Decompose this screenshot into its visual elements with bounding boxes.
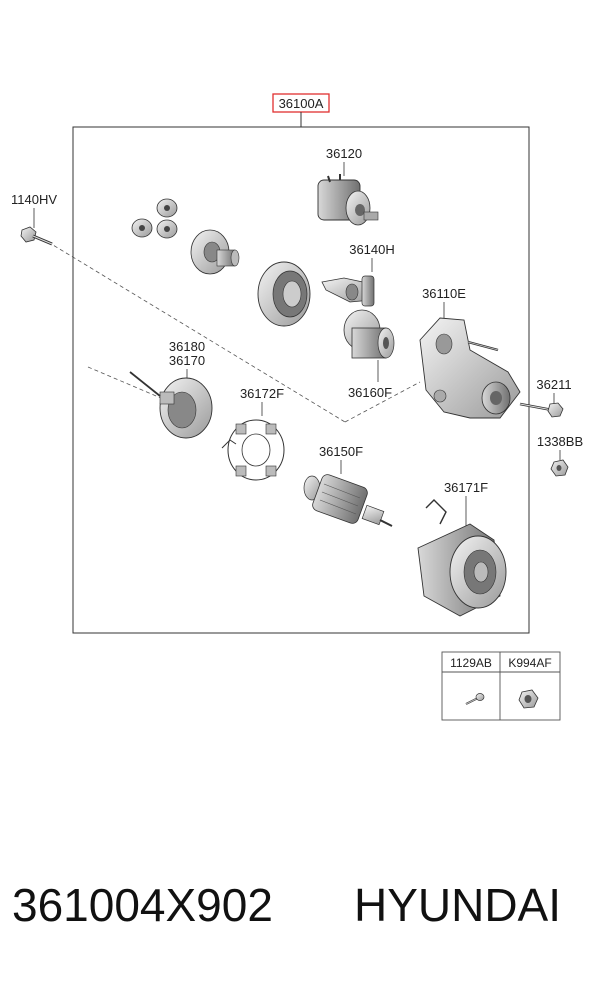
label-36171f[interactable]: 36171F <box>444 480 488 495</box>
part-number: 361004X902 <box>12 879 273 931</box>
assembly-code[interactable]: 36100A <box>279 96 324 111</box>
exploded-view-svg: 36100A 1140HV 36120 <box>11 93 583 721</box>
axis-line <box>47 241 346 423</box>
label-36211[interactable]: 36211 <box>536 377 571 392</box>
pinion-clutch-icon <box>343 309 395 382</box>
armature-icon <box>303 474 393 527</box>
planet-gears-icon <box>131 198 178 239</box>
solenoid-icon <box>317 174 379 226</box>
label-36110e[interactable]: 36110E <box>422 286 466 301</box>
label-36140h[interactable]: 36140H <box>349 242 395 257</box>
footer: 361004X902 HYUNDAI <box>12 878 592 948</box>
label-1140hv[interactable]: 1140HV <box>11 192 57 207</box>
assembly-frame <box>72 126 530 634</box>
label-36172f[interactable]: 36172F <box>240 386 284 401</box>
legend-col1-label[interactable]: 1129AB <box>450 656 492 670</box>
shift-lever-icon <box>321 275 375 307</box>
yoke-icon <box>417 499 507 617</box>
label-36150f[interactable]: 36150F <box>319 444 363 459</box>
gear-carrier-icon <box>190 229 240 275</box>
rear-bracket-icon <box>129 371 213 439</box>
brand-name: HYUNDAI <box>354 879 562 931</box>
label-1338bb[interactable]: 1338BB <box>537 434 583 449</box>
front-housing-icon <box>419 317 521 419</box>
bolt-1140hv-icon <box>20 226 53 246</box>
nut-k994af-icon <box>518 689 539 709</box>
label-36160f[interactable]: 36160F <box>348 385 392 400</box>
ring-gear-icon <box>257 261 311 327</box>
legend-table <box>441 651 561 721</box>
label-36170[interactable]: 36170 <box>169 353 205 368</box>
screw-1129ab-icon <box>465 693 485 705</box>
bolt-36211-icon <box>519 402 564 418</box>
label-36180[interactable]: 36180 <box>169 339 205 354</box>
brush-holder-icon <box>221 419 285 481</box>
legend-col2-label[interactable]: K994AF <box>508 656 551 670</box>
label-36120[interactable]: 36120 <box>326 146 362 161</box>
nut-1338bb-icon <box>550 459 569 477</box>
